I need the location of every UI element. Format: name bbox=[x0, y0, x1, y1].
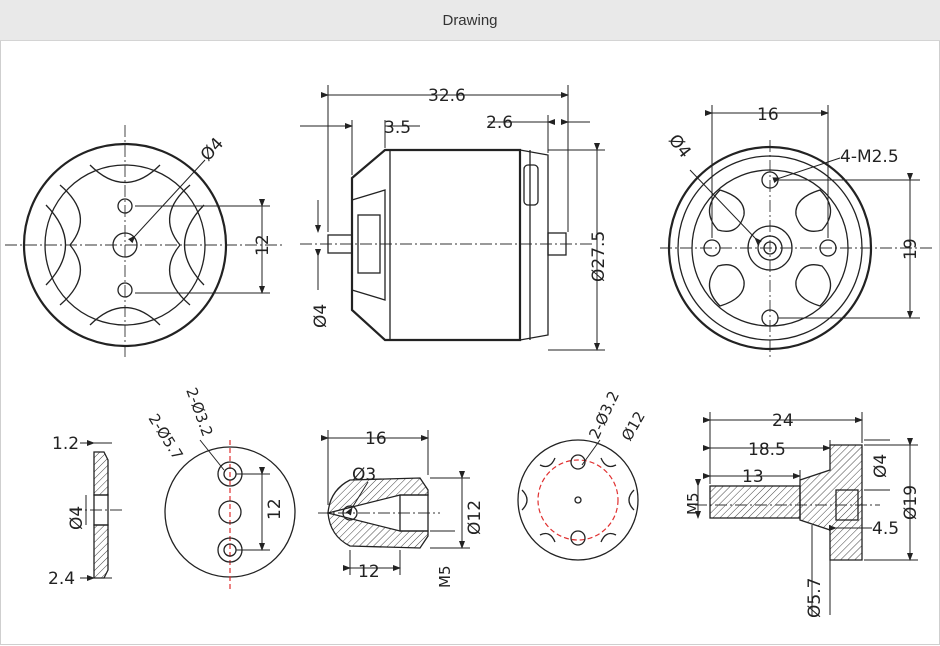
adapter-dia-57: Ø5.7 bbox=[805, 578, 825, 618]
prop-nut-view: 16 Ø3 Ø12 12 M5 bbox=[318, 429, 485, 588]
adapter-len-24: 24 bbox=[772, 411, 794, 431]
header-title: Drawing bbox=[442, 11, 498, 29]
adapter-len-13: 13 bbox=[742, 467, 764, 487]
side-view: 32.6 3.5 2.6 Ø27.5 Ø4 bbox=[300, 85, 609, 351]
front-view: Ø4 12 bbox=[5, 125, 285, 360]
rear-height-19: 19 bbox=[901, 238, 921, 260]
rear-screw-label: 4-M2.5 bbox=[840, 147, 899, 167]
front-dim-12: 12 bbox=[253, 234, 273, 256]
adapter-len-185: 18.5 bbox=[748, 440, 786, 460]
adapter-len-45: 4.5 bbox=[872, 519, 899, 539]
rear-dia-label: Ø4 bbox=[664, 131, 695, 162]
mount-dia: Ø12 bbox=[618, 408, 649, 444]
nut-hole-3: Ø3 bbox=[352, 465, 376, 485]
plate-holes-small: 2-Ø3.2 bbox=[182, 385, 216, 439]
washer-view: 1.2 Ø4 2.4 bbox=[48, 434, 125, 589]
adapter-dia-4: Ø4 bbox=[871, 454, 891, 478]
side-len-26: 2.6 bbox=[486, 113, 513, 133]
adapter-dia-19: Ø19 bbox=[901, 485, 921, 520]
side-len-35: 3.5 bbox=[384, 118, 411, 138]
adapter-plate-view: 12 2-Ø3.2 2-Ø5.7 bbox=[145, 385, 296, 590]
nut-len-16: 16 bbox=[365, 429, 387, 449]
prop-mount-view: 2-Ø3.2 Ø12 bbox=[517, 388, 649, 561]
washer-thickness-24: 2.4 bbox=[48, 569, 75, 589]
side-shaft-dia: Ø4 bbox=[311, 304, 331, 328]
nut-dia-12: Ø12 bbox=[465, 500, 485, 535]
nut-len-12: 12 bbox=[358, 562, 380, 582]
nut-thread: M5 bbox=[436, 566, 454, 589]
prop-adapter-view: 24 18.5 13 M5 Ø4 Ø19 4.5 Ø5.7 bbox=[684, 411, 921, 618]
side-dia-275: Ø27.5 bbox=[589, 231, 609, 282]
plate-holes-large: 2-Ø5.7 bbox=[145, 411, 187, 463]
plate-dim-12: 12 bbox=[265, 498, 285, 520]
side-overall-len: 32.6 bbox=[428, 86, 466, 106]
washer-dia-4: Ø4 bbox=[67, 506, 87, 530]
front-dia-label: Ø4 bbox=[197, 134, 228, 165]
header-bar: Drawing bbox=[0, 0, 940, 41]
rear-width-16: 16 bbox=[757, 105, 779, 125]
washer-thickness-12: 1.2 bbox=[52, 434, 79, 454]
adapter-thread: M5 bbox=[684, 493, 702, 516]
rear-view: 16 4-M2.5 Ø4 19 bbox=[660, 105, 935, 360]
mount-holes: 2-Ø3.2 bbox=[585, 388, 623, 441]
